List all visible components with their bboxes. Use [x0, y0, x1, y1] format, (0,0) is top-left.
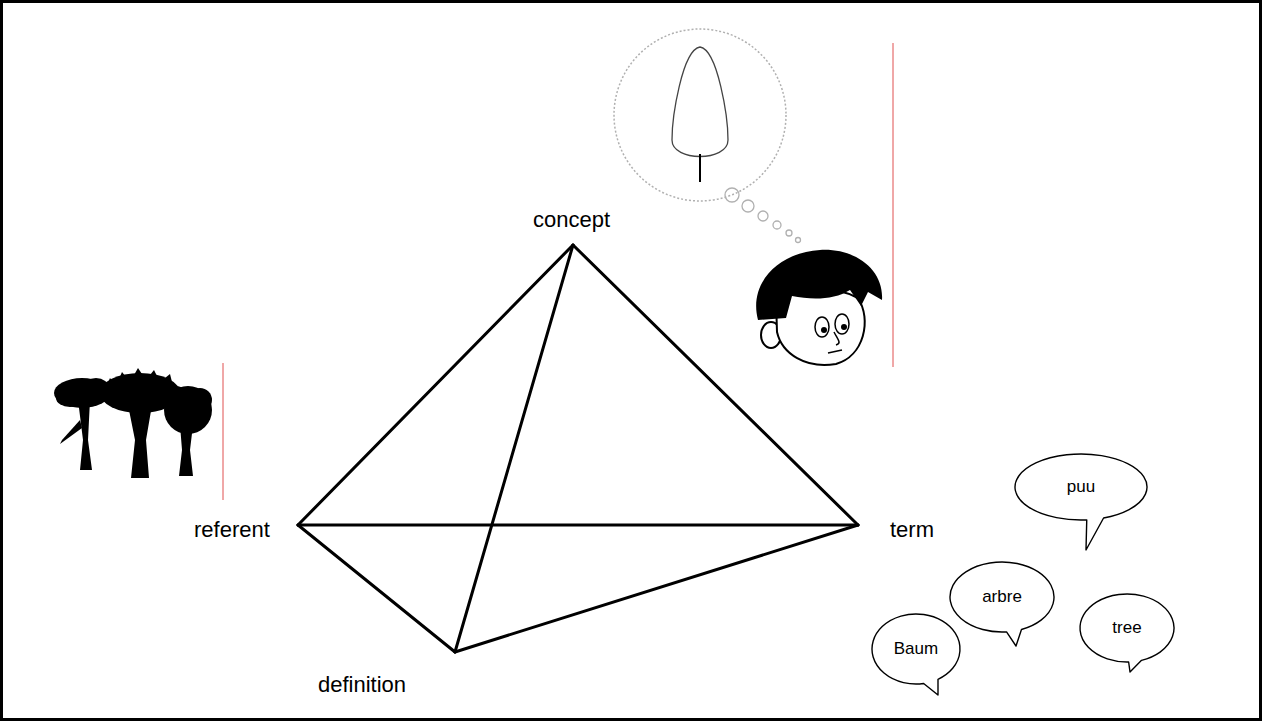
- divider-line: [893, 43, 894, 367]
- vertex-term: term: [890, 517, 934, 543]
- bubble-word: tree: [1077, 594, 1177, 662]
- vertex-label: definition: [318, 652, 455, 698]
- vertex-label: concept: [533, 207, 613, 245]
- vertex-label: referent: [194, 517, 298, 543]
- bubble-word: puu: [1012, 454, 1150, 520]
- trees-silhouette: [54, 368, 212, 478]
- speech-bubble: puu: [1012, 451, 1150, 556]
- vertex-term: concept: [533, 207, 610, 233]
- bubble-word: arbre: [947, 562, 1057, 632]
- vertex-term: definition: [318, 672, 406, 698]
- bubble-outline: [1012, 451, 1150, 556]
- thought-bubble: [614, 29, 801, 243]
- bubble-shape: [1015, 454, 1147, 550]
- vertex-term: referent: [194, 517, 270, 543]
- divider-line: [223, 363, 224, 500]
- boy-head: [756, 250, 882, 365]
- tetrahedron-edge: [455, 245, 573, 652]
- tetrahedron-edge: [298, 525, 455, 652]
- speech-bubble: Baum: [869, 611, 963, 701]
- tetrahedron-edge: [573, 245, 858, 525]
- speech-bubble: arbre: [947, 559, 1057, 652]
- vertex-label: term: [858, 517, 936, 543]
- speech-bubble: tree: [1077, 591, 1177, 678]
- tetrahedron-edge: [455, 525, 858, 652]
- tetrahedron-edge: [298, 524, 858, 527]
- bubble-word: Baum: [869, 614, 963, 684]
